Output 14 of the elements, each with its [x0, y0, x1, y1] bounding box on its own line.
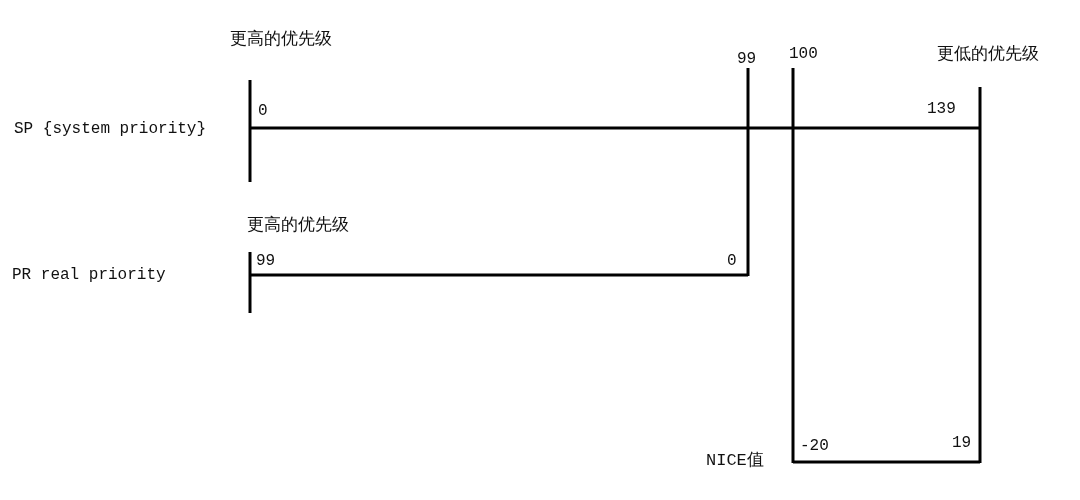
scale-name: PR real priority — [12, 265, 166, 285]
tick-number: 0 — [727, 251, 737, 271]
priority-direction-label: 更低的优先级 — [937, 45, 1039, 65]
priority-direction-label: 更高的优先级 — [230, 30, 332, 50]
tick-number: 19 — [952, 433, 972, 453]
tick-number: 99 — [737, 49, 757, 69]
tick-number: -20 — [800, 436, 829, 456]
scale-name: NICE值 — [706, 451, 764, 471]
tick-number: 100 — [789, 44, 818, 64]
tick-number: 0 — [258, 101, 268, 121]
tick-number: 139 — [927, 99, 956, 119]
priority-direction-label: 更高的优先级 — [247, 216, 349, 236]
tick-number: 99 — [256, 251, 276, 271]
scale-name: SP {system priority} — [14, 119, 207, 139]
